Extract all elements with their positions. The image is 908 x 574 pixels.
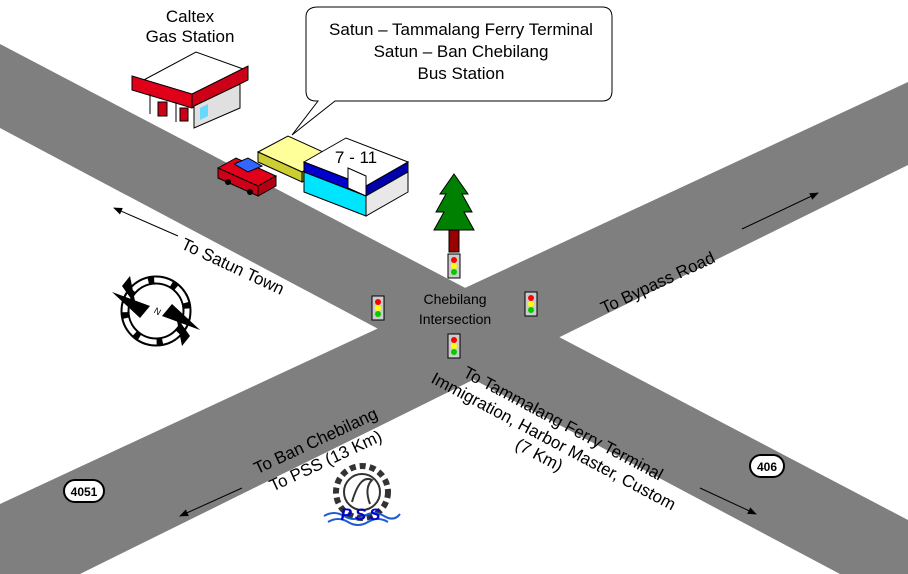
seven-eleven-store (302, 137, 410, 217)
route-number-right: 406 (757, 460, 777, 474)
route-shield-4051 (63, 479, 105, 503)
tree-icon (433, 173, 475, 253)
compass-north-letter: N (152, 305, 163, 317)
compass-icon (112, 275, 200, 347)
route-shield-406 (749, 454, 785, 478)
arrow-to-satun-town (113, 207, 179, 237)
caltex-gas-station (131, 51, 249, 129)
road-northeast-southwest (0, 82, 908, 574)
arrow-to-ferry-terminal (699, 487, 757, 515)
red-car (216, 157, 278, 197)
arrow-to-ban-chebilang (179, 487, 243, 517)
pss-logo (323, 463, 401, 526)
store-sign: 7 - 11 (335, 148, 377, 167)
intersection-name: Chebilang (423, 291, 486, 307)
pss-logo-text: PSS (340, 505, 383, 524)
traffic-light-west-icon (371, 295, 385, 321)
callout-ferry-terminal: Satun – Tammalang Ferry Terminal (329, 20, 593, 39)
arrow-to-bypass-road (741, 192, 819, 230)
bus-station-callout (291, 6, 613, 136)
traffic-light-south-icon (447, 333, 461, 359)
gas-station-name: Caltex (166, 7, 215, 26)
traffic-light-east-icon (524, 291, 538, 317)
gas-station-type: Gas Station (146, 27, 235, 46)
callout-bus-route: Satun – Ban Chebilang (374, 42, 549, 61)
route-number-left: 4051 (71, 485, 98, 499)
intersection-type: Intersection (419, 311, 491, 327)
callout-bus-station: Bus Station (418, 64, 505, 83)
traffic-light-north-icon (447, 253, 461, 279)
